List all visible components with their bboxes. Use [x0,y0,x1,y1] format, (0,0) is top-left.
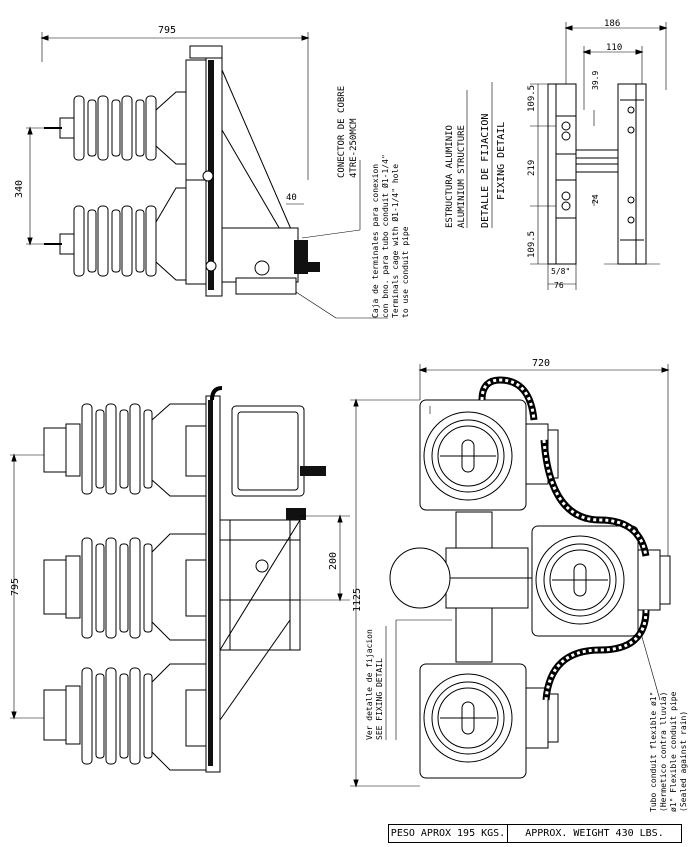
dim-terminal-offset: 40 [286,193,297,203]
fixing-detail-label-en: FIXING DETAIL [496,122,507,200]
dim-fix-total: 186 [604,19,620,29]
copper-connector-label-1: CONECTOR DE COBRE [337,86,347,178]
dim-fix-58: 5/8" [551,267,570,276]
conduit-label-en-1: ø1" Flexible conduit pipe [669,691,678,812]
copper-connector-label-2: 4TRE-250MCM [349,118,359,178]
dim-top-width: 795 [158,25,176,36]
dim-fix-219: 219 [527,160,537,176]
see-detail-label-en: SEE FIXING DETAIL [375,658,384,740]
insulator-phase-1 [43,403,213,497]
dim-fix-inner: 110 [606,43,622,53]
breaker-unit-3 [419,663,559,779]
breaker-unit-1 [419,399,559,511]
conduit-label-es-1: Tubo conduit flexible ø1" [649,692,658,812]
insulator-phase-3 [43,663,213,771]
front-elevation-view: 795 [10,386,350,773]
dim-pipe-gap: 200 [328,552,339,570]
fixing-detail-label-es: DETALLE DE FIJACION [480,114,491,228]
insulator-top-2 [44,179,207,285]
dim-fix-bottom: 109.5 [527,231,537,258]
conduit-label-en-2: (Sealed against rain) [679,711,688,812]
insulator-top-1 [44,59,207,181]
dim-left-height: 795 [10,578,21,596]
dim-top-height: 340 [14,180,25,198]
breaker-unit-2 [531,525,671,637]
dim-fix-24: 24 [591,194,600,204]
plan-view: 720 1125 [350,358,671,788]
fixing-detail-view: 186 110 10 [527,19,668,290]
weight-metric: PESO APROX 195 KGS. [389,825,508,842]
dim-fix-39: 39.9 [591,71,600,90]
see-detail-label-es: Ver detalle de fijacion [365,629,374,740]
structure-label-es: ESTRUCTURA ALUMINIO [445,125,455,228]
conduit-label-es-2: (Hermetico contra lluvia) [659,692,668,812]
top-elevation-view: 795 340 [14,25,388,319]
terminal-label-es-2: con bno. para tubo conduit Ø1-1/4" [380,154,390,318]
terminal-label-es-1: Caja de terminales para conexion [371,164,380,318]
structure-label-en: ALUMINIUM STRUCTURE [457,125,467,228]
weight-box: PESO APROX 195 KGS. APPROX. WEIGHT 430 L… [388,824,682,843]
dim-plan-width: 720 [532,358,550,369]
insulator-phase-2 [43,533,213,641]
dim-plan-height: 1125 [352,588,363,612]
dim-fix-76: 76 [554,281,564,290]
weight-imperial: APPROX. WEIGHT 430 LBS. [525,828,664,839]
terminal-label-en-2: to use conduit pipe [401,226,410,318]
dim-fix-top: 109.5 [527,85,537,112]
terminal-label-en-1: Terminals cage with Ø1-1/4" hole [390,164,400,318]
